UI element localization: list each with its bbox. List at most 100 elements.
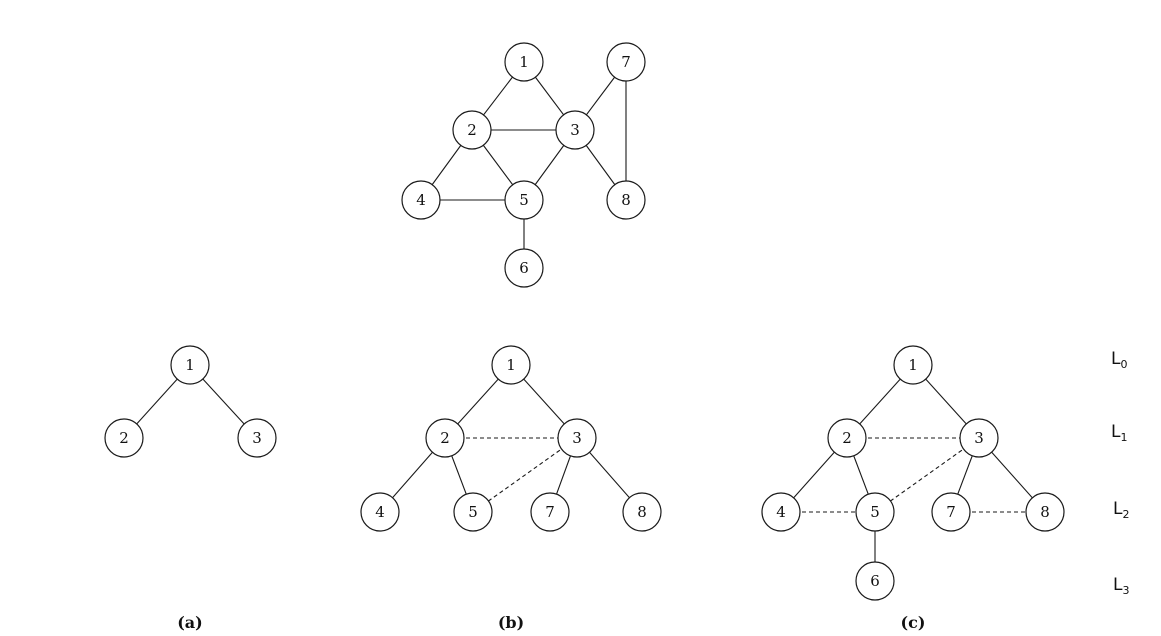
node-6: 6 bbox=[504, 248, 544, 288]
node-circle bbox=[827, 418, 867, 458]
edge-3-5-dashed bbox=[874, 437, 980, 513]
level-subscript: 0 bbox=[1120, 358, 1127, 371]
node-8: 8 bbox=[1025, 492, 1065, 532]
node-4: 4 bbox=[360, 492, 400, 532]
node-label: 4 bbox=[776, 503, 786, 521]
node-label: 3 bbox=[974, 429, 984, 447]
node-7: 7 bbox=[606, 42, 646, 82]
caption-a: (a) bbox=[177, 613, 203, 632]
node-circle bbox=[504, 248, 544, 288]
node-circle bbox=[606, 42, 646, 82]
node-label: 1 bbox=[506, 356, 516, 374]
node-circle bbox=[170, 345, 210, 385]
node-1: 1 bbox=[491, 345, 531, 385]
node-label: 2 bbox=[467, 121, 477, 139]
node-label: 5 bbox=[519, 191, 529, 209]
node-label: 6 bbox=[519, 259, 529, 277]
node-1: 1 bbox=[504, 42, 544, 82]
node-circle bbox=[855, 561, 895, 601]
graph-b: 1 2 3 4 5 7 8 (b) bbox=[360, 345, 662, 632]
node-4: 4 bbox=[761, 492, 801, 532]
node-label: 8 bbox=[621, 191, 631, 209]
node-3: 3 bbox=[237, 418, 277, 458]
node-circle bbox=[555, 110, 595, 150]
node-circle bbox=[530, 492, 570, 532]
level-subscript: 1 bbox=[1120, 431, 1127, 444]
node-circle bbox=[452, 110, 492, 150]
node-label: 7 bbox=[621, 53, 631, 71]
node-circle bbox=[491, 345, 531, 385]
node-circle bbox=[425, 418, 465, 458]
caption-b: (b) bbox=[498, 613, 524, 632]
node-circle bbox=[959, 418, 999, 458]
level-label-1: L1 bbox=[1111, 422, 1127, 444]
level-label-0: L0 bbox=[1111, 349, 1127, 371]
node-label: 3 bbox=[572, 429, 582, 447]
node-label: 3 bbox=[252, 429, 262, 447]
node-7: 7 bbox=[530, 492, 570, 532]
graph-original: 1 2 3 4 5 6 7 8 bbox=[401, 42, 646, 288]
level-main: L bbox=[1111, 349, 1121, 369]
node-2: 2 bbox=[425, 418, 465, 458]
node-circle bbox=[893, 345, 933, 385]
node-label: 5 bbox=[468, 503, 478, 521]
node-7: 7 bbox=[931, 492, 971, 532]
node-circle bbox=[931, 492, 971, 532]
node-label: 5 bbox=[870, 503, 880, 521]
node-label: 2 bbox=[440, 429, 450, 447]
node-3: 3 bbox=[557, 418, 597, 458]
node-label: 7 bbox=[545, 503, 555, 521]
graph-a: 1 2 3 (a) bbox=[104, 345, 277, 632]
node-circle bbox=[237, 418, 277, 458]
level-label-3: L3 bbox=[1113, 575, 1129, 597]
node-circle bbox=[1025, 492, 1065, 532]
node-label: 6 bbox=[870, 572, 880, 590]
node-8: 8 bbox=[622, 492, 662, 532]
node-label: 8 bbox=[1040, 503, 1050, 521]
node-label: 2 bbox=[842, 429, 852, 447]
node-circle bbox=[453, 492, 493, 532]
node-label: 1 bbox=[185, 356, 195, 374]
level-subscript: 3 bbox=[1122, 584, 1129, 597]
node-4: 4 bbox=[401, 180, 441, 220]
node-circle bbox=[761, 492, 801, 532]
node-5: 5 bbox=[855, 492, 895, 532]
node-1: 1 bbox=[893, 345, 933, 385]
node-3: 3 bbox=[555, 110, 595, 150]
node-label: 1 bbox=[908, 356, 918, 374]
node-label: 7 bbox=[946, 503, 956, 521]
edges-original bbox=[420, 61, 627, 268]
node-circle bbox=[855, 492, 895, 532]
node-5: 5 bbox=[453, 492, 493, 532]
level-subscript: 2 bbox=[1122, 508, 1129, 521]
node-circle bbox=[557, 418, 597, 458]
node-8: 8 bbox=[606, 180, 646, 220]
node-3: 3 bbox=[959, 418, 999, 458]
node-label: 4 bbox=[375, 503, 385, 521]
node-label: 3 bbox=[570, 121, 580, 139]
node-6: 6 bbox=[855, 561, 895, 601]
caption-c: (c) bbox=[901, 613, 926, 632]
node-5: 5 bbox=[504, 180, 544, 220]
edges-c bbox=[780, 364, 1046, 581]
node-circle bbox=[606, 180, 646, 220]
node-label: 1 bbox=[519, 53, 529, 71]
node-label: 4 bbox=[416, 191, 426, 209]
level-main: L bbox=[1111, 422, 1121, 442]
graph-c: 1 2 3 4 5 7 8 6 (c) bbox=[761, 345, 1065, 632]
node-2: 2 bbox=[452, 110, 492, 150]
node-circle bbox=[504, 180, 544, 220]
node-label: 2 bbox=[119, 429, 129, 447]
node-circle bbox=[504, 42, 544, 82]
node-2: 2 bbox=[827, 418, 867, 458]
edges-b bbox=[379, 364, 643, 513]
node-circle bbox=[360, 492, 400, 532]
edge-3-5-dashed bbox=[472, 437, 578, 513]
node-circle bbox=[622, 492, 662, 532]
node-circle bbox=[401, 180, 441, 220]
node-1: 1 bbox=[170, 345, 210, 385]
level-main: L bbox=[1113, 499, 1123, 519]
level-main: L bbox=[1113, 575, 1123, 595]
